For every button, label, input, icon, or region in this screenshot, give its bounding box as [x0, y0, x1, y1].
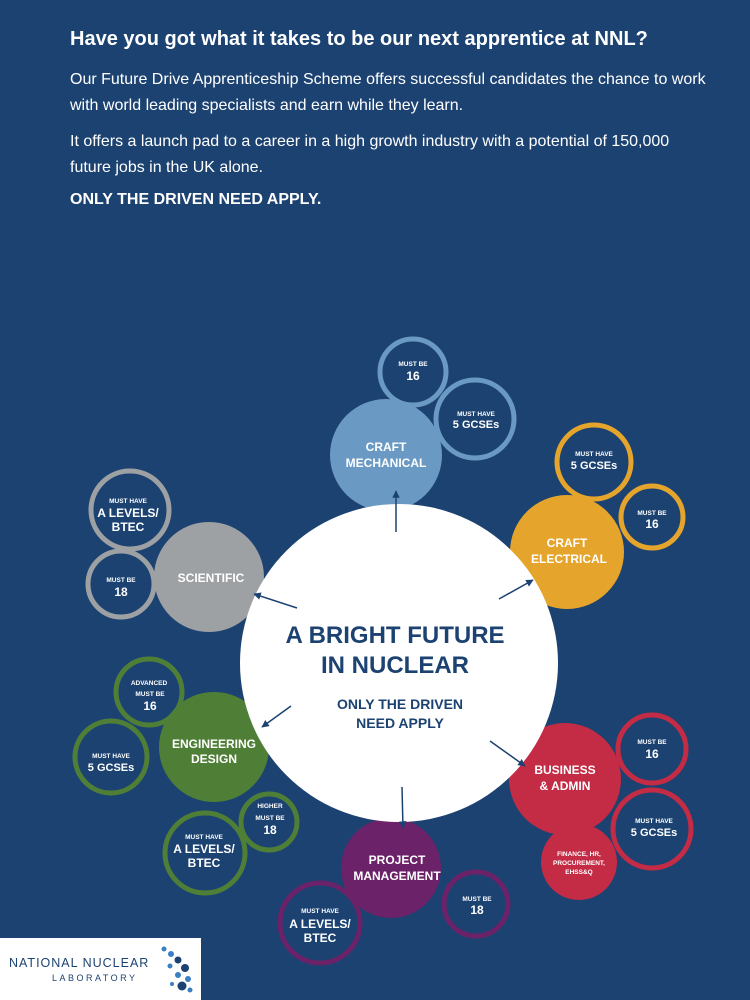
nnl-logo[interactable]: NATIONAL NUCLEAR LABORATORY: [0, 938, 201, 1000]
scientific-alevel-big1: A LEVELS/: [97, 506, 159, 520]
scientific-age-small: MUST BE: [106, 577, 136, 584]
business-gcse-small: MUST HAVE: [635, 818, 673, 825]
scientific-circle: [154, 522, 264, 632]
scientific-age-ring: [85, 548, 157, 620]
mechanical-label-line1: CRAFT: [366, 440, 407, 454]
mechanical-gcse-ring: [433, 377, 517, 461]
scientific-alevel-ring: [88, 468, 172, 552]
engineering-higher-big: 18: [263, 823, 277, 837]
electrical-gcse-big: 5 GCSEs: [571, 460, 617, 472]
business-note-line3: EHSS&Q: [565, 869, 592, 876]
business-circle: [509, 723, 621, 835]
engineering-circle: [159, 692, 269, 802]
mechanical-age-small: MUST BE: [398, 361, 428, 368]
centre-subtitle-line1: ONLY THE DRIVEN: [337, 696, 463, 712]
scientific-alevel-big2: BTEC: [112, 520, 145, 534]
arrow-scientific: [253, 592, 298, 609]
engineering-label-line2: DESIGN: [191, 752, 237, 766]
project-alevel-big2: BTEC: [304, 931, 337, 945]
arrow-engineering: [261, 705, 292, 728]
project-circle: [341, 818, 441, 918]
intro-paragraph-2: It offers a launch pad to a career in a …: [70, 133, 670, 176]
engineering-gcse-small: MUST HAVE: [92, 753, 130, 760]
project-label-line1: PROJECT: [369, 853, 426, 867]
project-label-line2: MANAGEMENT: [353, 869, 441, 883]
atom-dots-icon: [161, 946, 193, 993]
electrical-age-ring: [618, 483, 686, 551]
centre-circle: [240, 504, 558, 822]
requirement-rings: [72, 336, 694, 966]
business-gcse-ring: [610, 787, 694, 871]
business-label-line2: & ADMIN: [540, 779, 591, 793]
project-age-ring: [441, 869, 511, 939]
project-age-small: MUST BE: [462, 896, 492, 903]
electrical-label-line1: CRAFT: [547, 536, 588, 550]
project-alevel-ring: [277, 880, 363, 966]
business-label-line1: BUSINESS: [534, 763, 595, 777]
engineering-higher-label: HIGHER: [257, 803, 283, 810]
scientific-label: SCIENTIFIC: [178, 571, 245, 585]
logo-text-line1: NATIONAL NUCLEAR: [9, 956, 150, 970]
engineering-alevel-big2: BTEC: [188, 856, 221, 870]
electrical-gcse-small: MUST HAVE: [575, 451, 613, 458]
mechanical-circle: [330, 399, 442, 511]
centre-title-line1: A BRIGHT FUTURE: [285, 622, 504, 649]
project-alevel-small: MUST HAVE: [301, 908, 339, 915]
page-headline: Have you got what it takes to be our nex…: [70, 28, 648, 50]
mechanical-age-big: 16: [406, 369, 420, 383]
intro-paragraph-1: Our Future Drive Apprenticeship Scheme o…: [70, 71, 706, 114]
electrical-age-small: MUST BE: [637, 510, 667, 517]
scientific-alevel-small: MUST HAVE: [109, 498, 147, 505]
business-age-small: MUST BE: [637, 739, 667, 746]
project-age-big: 18: [470, 903, 484, 917]
business-note-line2: PROCUREMENT,: [553, 860, 605, 867]
project-alevel-big1: A LEVELS/: [289, 917, 351, 931]
scientific-age-big: 18: [114, 585, 128, 599]
engineering-gcse-ring: [72, 718, 150, 796]
intro-tagline: ONLY THE DRIVEN NEED APPLY.: [70, 191, 322, 208]
business-age-big: 16: [645, 747, 659, 761]
engineering-alevel-big1: A LEVELS/: [173, 842, 235, 856]
mechanical-label-line2: MECHANICAL: [346, 456, 427, 470]
electrical-circle: [510, 495, 624, 609]
electrical-label-line2: ELECTRICAL: [531, 552, 607, 566]
engineering-higher-small: MUST BE: [255, 815, 285, 822]
engineering-alevel-small: MUST HAVE: [185, 834, 223, 841]
business-gcse-big: 5 GCSEs: [631, 827, 677, 839]
engineering-advanced-small: MUST BE: [135, 691, 165, 698]
mechanical-age-ring: [377, 336, 449, 408]
connector-arrows: [253, 490, 534, 829]
business-age-ring: [615, 712, 689, 786]
electrical-gcse-ring: [554, 422, 634, 502]
arrow-project: [399, 786, 407, 829]
engineering-advanced-big: 16: [143, 699, 157, 713]
centre-subtitle-line2: NEED APPLY: [356, 715, 444, 731]
engineering-label-line1: ENGINEERING: [172, 737, 256, 751]
arrow-electrical: [498, 579, 534, 600]
mechanical-gcse-small: MUST HAVE: [457, 411, 495, 418]
arrow-business: [489, 740, 526, 767]
mechanical-gcse-big: 5 GCSEs: [453, 419, 499, 431]
intro-section: Have you got what it takes to be our nex…: [70, 26, 710, 209]
engineering-alevel-ring: [162, 810, 248, 896]
engineering-higher-ring: [238, 791, 300, 853]
centre-title-line2: IN NUCLEAR: [321, 652, 469, 679]
engineering-advanced-ring: [113, 656, 185, 728]
electrical-age-big: 16: [645, 517, 659, 531]
engineering-gcse-big: 5 GCSEs: [88, 762, 134, 774]
business-note-line1: FINANCE, HR,: [557, 851, 601, 858]
logo-text-line2: LABORATORY: [52, 973, 138, 983]
engineering-advanced-label: ADVANCED: [131, 680, 168, 687]
business-note-circle: [541, 824, 617, 900]
